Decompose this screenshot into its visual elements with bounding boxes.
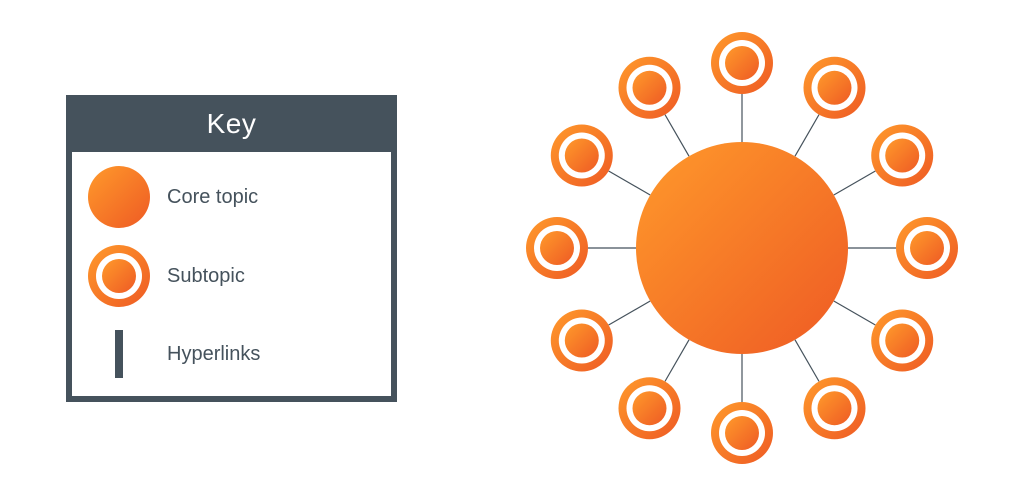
subtopic-7: [711, 402, 773, 464]
subtopic-5: [871, 309, 934, 372]
legend-item-hyperlinks: Hyperlinks: [72, 322, 391, 386]
subtopic-icon: [88, 245, 150, 307]
subtopic-6: [803, 377, 866, 440]
legend-item-core-topic: Core topic: [72, 165, 391, 229]
subtopic-10: [526, 217, 588, 279]
hyperlink-line-12: [664, 114, 690, 157]
subtopic-4: [896, 217, 958, 279]
legend-title: Key: [66, 95, 397, 152]
legend-label-hyperlinks: Hyperlinks: [167, 342, 261, 365]
subtopics-layer: [526, 32, 958, 464]
subtopic-9: [550, 309, 613, 372]
core-topic-icon: [88, 166, 150, 228]
hyperlink-icon: [115, 330, 123, 378]
legend-label-subtopic: Subtopic: [167, 264, 245, 287]
subtopic-3: [871, 124, 934, 187]
core-topic: [636, 142, 848, 354]
subtopic-11: [550, 124, 613, 187]
hyperlink-line-3: [833, 170, 876, 196]
hyperlinks-layer: [588, 94, 896, 402]
topic-cluster-diagram: [526, 32, 958, 464]
legend-box: Key Core topic Subtopic: [66, 95, 397, 402]
hyperlink-line-2: [794, 114, 820, 157]
legend-item-subtopic: Subtopic: [72, 244, 391, 308]
hyperlink-line-6: [794, 339, 820, 382]
subtopic-1: [711, 32, 773, 94]
hyperlink-line-8: [664, 339, 690, 382]
subtopic-8: [618, 377, 681, 440]
subtopic-12: [618, 56, 681, 119]
hyperlink-line-9: [608, 300, 651, 326]
legend-label-core-topic: Core topic: [167, 185, 259, 208]
hyperlink-line-5: [833, 300, 876, 326]
hyperlink-line-11: [608, 170, 651, 196]
subtopic-2: [803, 56, 866, 119]
